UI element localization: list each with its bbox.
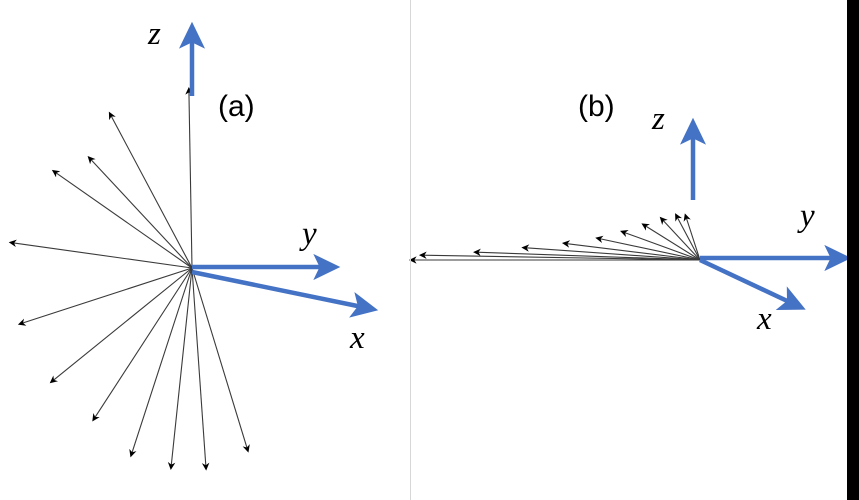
vector-a-9 [167, 267, 193, 470]
panel-a-axis-label-z: z [148, 16, 161, 52]
vector-a-4 [8, 239, 193, 269]
panel-a-axis-label-y: y [302, 216, 317, 252]
vector-a-5 [17, 267, 193, 326]
axis-arrow-x [699, 257, 806, 311]
vector-a-6 [49, 267, 193, 384]
vector-b-3 [659, 216, 701, 261]
vector-a-11 [191, 267, 250, 453]
vector-b-10 [418, 251, 701, 261]
vector-a-7 [92, 267, 193, 422]
panel-b-axis-label-x: x [757, 301, 772, 337]
panel-b-axis-label-z: z [652, 101, 665, 137]
vector-b-4 [641, 223, 701, 261]
vector-b-1 [683, 213, 701, 261]
panel-b-label: (b) [578, 90, 615, 123]
vector-a-8 [129, 267, 193, 458]
axis-arrow-x [191, 269, 379, 318]
vector-b-8 [521, 244, 701, 261]
vector-b-7 [561, 240, 701, 261]
vector-a-10 [191, 267, 210, 471]
vector-b-5 [620, 230, 701, 261]
panel-a-axis-group [178, 21, 379, 318]
panel-a-label: (a) [218, 90, 255, 123]
panel-b-vector-group [408, 213, 701, 264]
panel-a-vector-group [8, 86, 250, 471]
right-edge-bar [847, 0, 859, 500]
vector-b-6 [595, 235, 701, 261]
panel-b-axis-label-y: y [800, 198, 815, 234]
panel-a-axis-label-x: x [350, 320, 365, 356]
vector-a-12 [87, 156, 193, 269]
vector-b-9 [473, 248, 701, 261]
panel-b-axis-group [679, 117, 852, 311]
vector-a-3 [51, 169, 193, 269]
vector-a-2 [108, 111, 193, 269]
vector-a-1 [185, 86, 193, 269]
panel-divider-line [410, 0, 411, 500]
vector-b-2 [675, 213, 701, 261]
